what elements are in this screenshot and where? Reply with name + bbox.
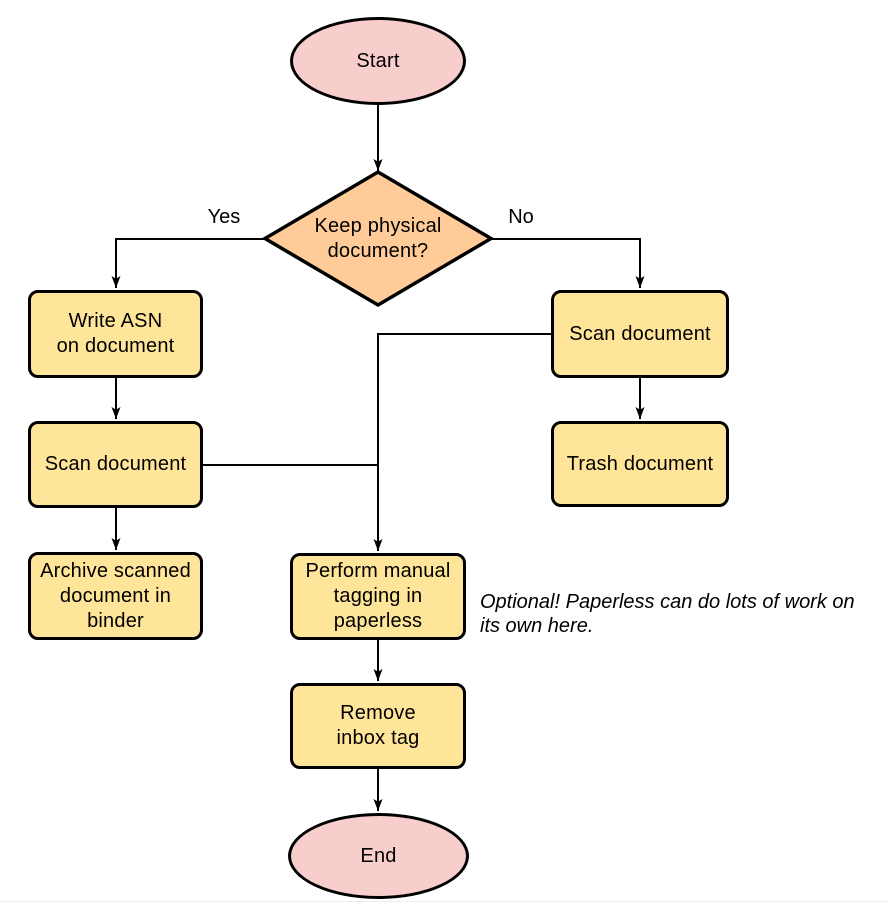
node-remove-inbox-tag-label: Remove inbox tag bbox=[336, 702, 420, 749]
edge-scanright-to-tagging bbox=[373, 333, 551, 551]
node-scan-document-right: Scan document bbox=[551, 290, 729, 378]
edge-decision-no bbox=[491, 238, 645, 288]
node-write-asn: Write ASN on document bbox=[28, 290, 203, 378]
node-end-label: End bbox=[360, 844, 397, 867]
node-remove-inbox-tag: Remove inbox tag bbox=[290, 683, 466, 769]
node-archive-document: Archive scanned document in binder bbox=[28, 552, 203, 640]
node-scan-document-left-label: Scan document bbox=[44, 453, 187, 475]
node-start: Start bbox=[290, 17, 466, 105]
edge-label-yes: Yes bbox=[196, 205, 252, 229]
node-manual-tagging-label: Perform manual tagging in paperless bbox=[305, 560, 451, 632]
node-end: End bbox=[288, 813, 469, 899]
node-trash-document: Trash document bbox=[551, 421, 729, 507]
node-archive-document-label: Archive scanned document in binder bbox=[40, 559, 191, 632]
page-bottom-border bbox=[0, 901, 888, 902]
edge-decision-yes bbox=[111, 238, 265, 288]
optional-note: Optional! Paperless can do lots of work … bbox=[480, 591, 855, 637]
edge-label-no: No bbox=[493, 205, 549, 229]
node-scan-document-left: Scan document bbox=[28, 421, 203, 508]
node-start-label: Start bbox=[356, 49, 400, 72]
node-trash-document-label: Trash document bbox=[566, 452, 714, 475]
decision-shape bbox=[261, 169, 495, 308]
node-scan-document-right-label: Scan document bbox=[569, 322, 711, 345]
node-manual-tagging: Perform manual tagging in paperless bbox=[290, 553, 466, 640]
node-write-asn-label: Write ASN on document bbox=[56, 310, 175, 357]
